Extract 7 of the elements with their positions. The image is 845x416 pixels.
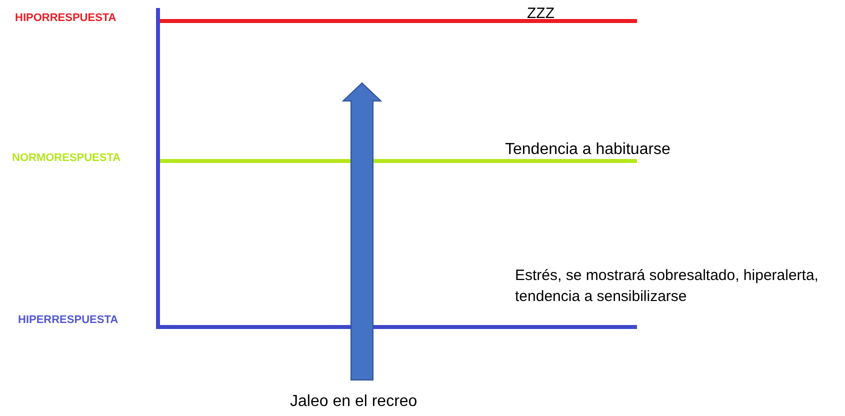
annotation-text: Tendencia a habituarse	[505, 140, 670, 160]
arrow-caption: Jaleo en el recreo	[290, 392, 418, 412]
level-label: HIPORRESPUESTA	[15, 11, 116, 26]
level-label: NORMORESPUESTA	[12, 151, 121, 166]
annotation-text: Estrés, se mostrará sobresaltado, hiperalerta, tendencia a sensibilizarse	[515, 266, 820, 307]
level-label: HIPERRESPUESTA	[18, 313, 118, 328]
annotation-text: ZZZ	[527, 4, 554, 24]
